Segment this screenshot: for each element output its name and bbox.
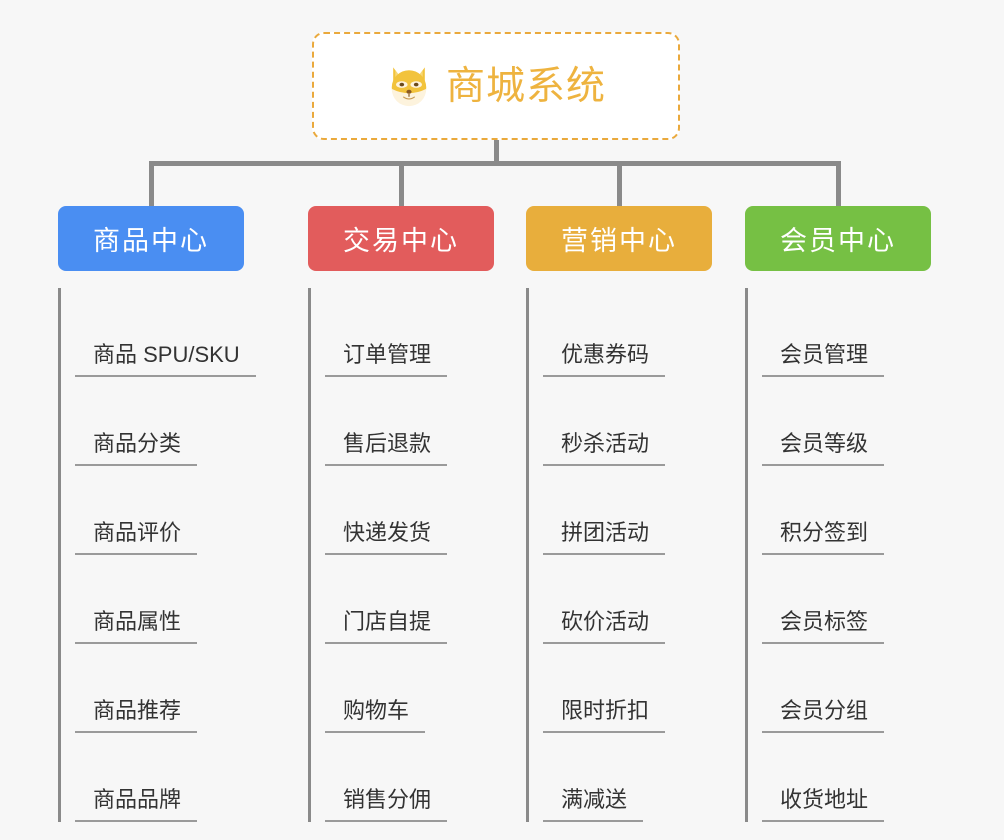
leaf-item: 快递发货 xyxy=(325,466,494,555)
leaf-label[interactable]: 商品推荐 xyxy=(75,697,198,733)
leaf-item: 满减送 xyxy=(543,733,712,822)
branch-column-2: 交易中心 订单管理 售后退款 快递发货 门店自提 购物车 销售分佣 xyxy=(308,206,494,822)
leaf-item: 购物车 xyxy=(325,644,494,733)
shiba-dog-icon xyxy=(391,67,427,107)
leaf-item: 会员等级 xyxy=(762,377,931,466)
branch-column-4: 会员中心 会员管理 会员等级 积分签到 会员标签 会员分组 收货地址 xyxy=(745,206,931,822)
branch-column-3: 营销中心 优惠券码 秒杀活动 拼团活动 砍价活动 限时折扣 满减送 xyxy=(526,206,712,822)
branch-leaf-list-1: 商品 SPU/SKU 商品分类 商品评价 商品属性 商品推荐 商品品牌 xyxy=(58,288,256,822)
leaf-item: 门店自提 xyxy=(325,555,494,644)
branch-header-4[interactable]: 会员中心 xyxy=(745,206,931,271)
leaf-label[interactable]: 砍价活动 xyxy=(543,608,666,644)
leaf-label[interactable]: 商品评价 xyxy=(75,519,198,555)
leaf-label[interactable]: 快递发货 xyxy=(325,519,448,555)
leaf-item: 商品属性 xyxy=(75,555,244,644)
branch-leaf-list-4: 会员管理 会员等级 积分签到 会员标签 会员分组 收货地址 xyxy=(745,288,931,822)
leaf-item: 收货地址 xyxy=(762,733,931,822)
leaf-item: 商品分类 xyxy=(75,377,244,466)
leaf-item: 订单管理 xyxy=(325,288,494,377)
leaf-label[interactable]: 会员管理 xyxy=(762,341,885,377)
leaf-label[interactable]: 门店自提 xyxy=(325,608,448,644)
leaf-label[interactable]: 秒杀活动 xyxy=(543,430,666,466)
leaf-item: 会员分组 xyxy=(762,644,931,733)
leaf-label[interactable]: 限时折扣 xyxy=(543,697,666,733)
root-title: 商城系统 xyxy=(445,64,606,108)
leaf-label[interactable]: 销售分佣 xyxy=(325,786,448,822)
leaf-label[interactable]: 商品分类 xyxy=(75,430,198,466)
leaf-item: 商品评价 xyxy=(75,466,244,555)
leaf-item: 会员标签 xyxy=(762,555,931,644)
leaf-label[interactable]: 售后退款 xyxy=(325,430,448,466)
leaf-item: 拼团活动 xyxy=(543,466,712,555)
branch-leaf-list-3: 优惠券码 秒杀活动 拼团活动 砍价活动 限时折扣 满减送 xyxy=(526,288,712,822)
leaf-item: 优惠券码 xyxy=(543,288,712,377)
leaf-label[interactable]: 购物车 xyxy=(325,697,426,733)
connector-drop-4 xyxy=(836,161,841,208)
leaf-label[interactable]: 商品品牌 xyxy=(75,786,198,822)
leaf-item: 销售分佣 xyxy=(325,733,494,822)
branch-header-2[interactable]: 交易中心 xyxy=(308,206,494,271)
leaf-label[interactable]: 收货地址 xyxy=(762,786,885,822)
leaf-label[interactable]: 积分签到 xyxy=(762,519,885,555)
leaf-item: 砍价活动 xyxy=(543,555,712,644)
leaf-item: 秒杀活动 xyxy=(543,377,712,466)
leaf-item: 商品品牌 xyxy=(75,733,244,822)
leaf-label[interactable]: 优惠券码 xyxy=(543,341,666,377)
connector-drop-3 xyxy=(617,161,622,208)
connector-stem xyxy=(494,140,499,165)
leaf-item: 限时折扣 xyxy=(543,644,712,733)
branch-header-3[interactable]: 营销中心 xyxy=(526,206,712,271)
leaf-label[interactable]: 拼团活动 xyxy=(543,519,666,555)
leaf-item: 积分签到 xyxy=(762,466,931,555)
leaf-label[interactable]: 满减送 xyxy=(543,786,644,822)
leaf-label[interactable]: 会员标签 xyxy=(762,608,885,644)
leaf-item: 售后退款 xyxy=(325,377,494,466)
connector-bus xyxy=(149,161,841,166)
branch-column-1: 商品中心 商品 SPU/SKU 商品分类 商品评价 商品属性 商品推荐 商品品牌 xyxy=(58,206,256,822)
leaf-label[interactable]: 商品属性 xyxy=(75,608,198,644)
branch-header-1[interactable]: 商品中心 xyxy=(58,206,244,271)
root-node-商城系统[interactable]: 商城系统 xyxy=(312,32,680,140)
leaf-item: 商品 SPU/SKU xyxy=(75,288,256,377)
connector-drop-2 xyxy=(399,161,404,208)
leaf-label[interactable]: 会员等级 xyxy=(762,430,885,466)
leaf-label[interactable]: 订单管理 xyxy=(325,341,448,377)
leaf-item: 会员管理 xyxy=(762,288,931,377)
connector-drop-1 xyxy=(149,161,154,208)
leaf-label[interactable]: 会员分组 xyxy=(762,697,885,733)
branch-leaf-list-2: 订单管理 售后退款 快递发货 门店自提 购物车 销售分佣 xyxy=(308,288,494,822)
leaf-label[interactable]: 商品 SPU/SKU xyxy=(75,341,256,377)
leaf-item: 商品推荐 xyxy=(75,644,244,733)
